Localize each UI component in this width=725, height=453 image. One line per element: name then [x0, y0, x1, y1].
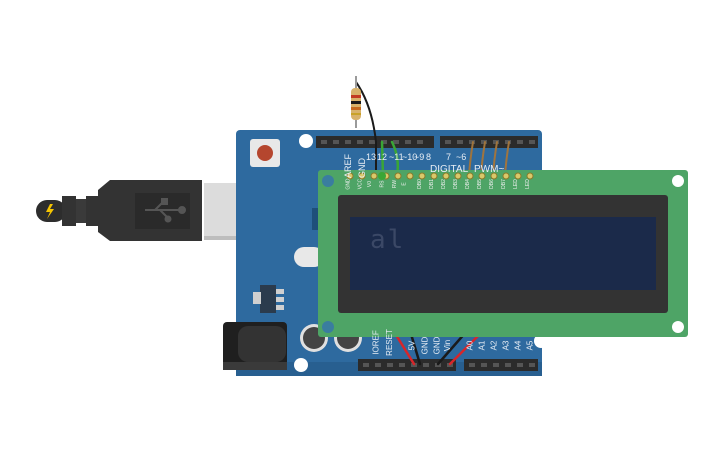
- lcd-pin-label: DB1: [428, 179, 435, 189]
- lcd-pin-label: RW: [392, 179, 399, 189]
- label-pin11: ~11: [389, 152, 404, 162]
- lcd-pin-label: RS: [379, 180, 386, 188]
- wire-black-2: [436, 330, 468, 366]
- label-a5: A5: [525, 340, 535, 351]
- label-pwm: PWM~: [474, 164, 505, 175]
- lcd-pin-label: GND: [345, 178, 352, 190]
- label-a2: A2: [489, 340, 499, 351]
- lcd-pin-label: DB2: [440, 179, 447, 189]
- lcd-pin-label: VCC: [357, 178, 364, 190]
- label-a3: A3: [501, 340, 511, 351]
- label-pin8: 8: [426, 152, 432, 162]
- label-pin10: ~10: [402, 152, 418, 162]
- label-gnd1: GND: [420, 336, 430, 355]
- lcd-pins[interactable]: [346, 172, 534, 180]
- label-digital: DIGITAL: [430, 164, 469, 175]
- label-a1: A1: [477, 340, 487, 351]
- label-pin7: 7: [446, 152, 452, 162]
- lcd-pin-label: DB6: [488, 179, 495, 189]
- label-5v: 5V: [407, 340, 417, 351]
- label-a4: A4: [513, 340, 523, 351]
- lcd-pin-label: LED: [512, 179, 519, 189]
- label-pin12: 12: [377, 152, 388, 162]
- label-pin6: ~6: [456, 152, 467, 162]
- lcd-pin-label: E: [401, 182, 408, 186]
- label-gnd2: GND: [432, 336, 442, 355]
- lcd-pin-label: LED: [524, 179, 531, 189]
- lcd-pin-label: DB0: [416, 179, 423, 189]
- lcd-display-text: al: [370, 225, 406, 255]
- label-aref: AREF: [343, 153, 354, 179]
- label-vin: Vin: [443, 339, 453, 352]
- resistor[interactable]: [351, 76, 361, 128]
- lcd-module[interactable]: [318, 170, 688, 337]
- lightning-icon: [46, 204, 54, 219]
- lcd-pin-labels: GND VCC V0 RS RW E DB0 DB1 DB2 DB3 DB4 D…: [343, 178, 543, 193]
- label-reset: RESET: [384, 329, 394, 356]
- label-a0: A0: [465, 340, 475, 351]
- reset-button-icon[interactable]: [250, 139, 280, 167]
- lcd-pin-label: DB7: [500, 179, 507, 189]
- label-pin13: 13: [366, 152, 377, 162]
- label-ioref: IOREF: [371, 330, 381, 355]
- label-pin9: ~9: [414, 152, 425, 162]
- usb-plug-icon: [145, 198, 186, 223]
- lcd-pin-label: V0: [367, 180, 374, 188]
- wire-red-2: [448, 334, 480, 366]
- lcd-pin-label: DB5: [476, 179, 483, 189]
- lcd-pin-label: DB4: [464, 179, 471, 189]
- lcd-pin-label: DB3: [452, 179, 459, 189]
- wire-black-resistor: [355, 81, 377, 177]
